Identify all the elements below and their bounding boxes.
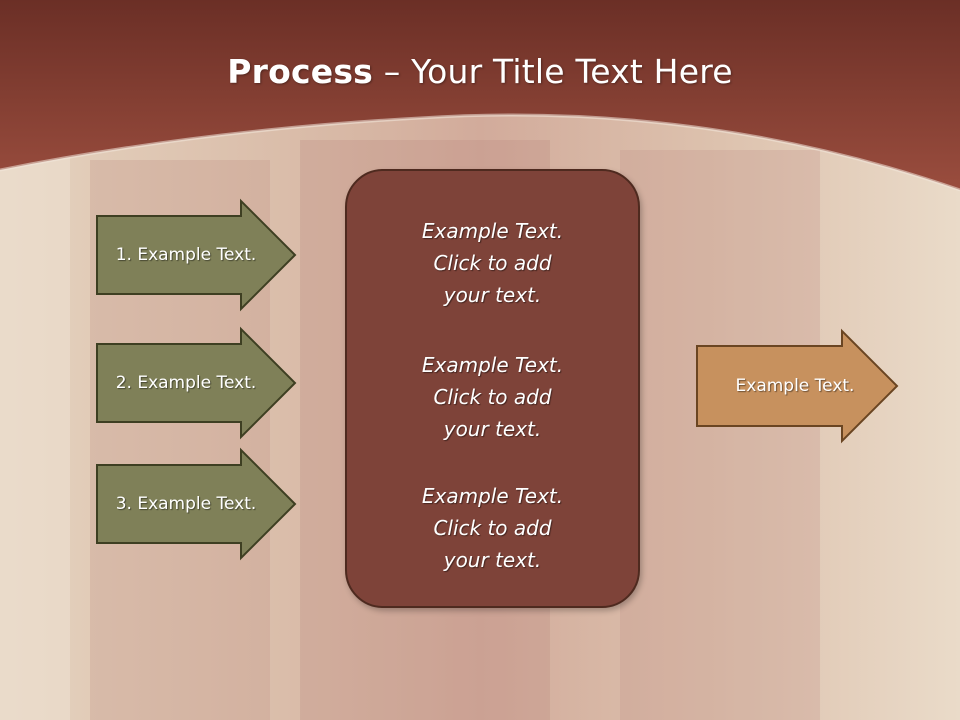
left-arrow-1[interactable]: 1. Example Text. <box>96 198 297 312</box>
title-bold: Process <box>227 52 374 91</box>
left-arrow-1-shape <box>96 198 297 312</box>
left-arrow-3[interactable]: 3. Example Text. <box>96 447 297 561</box>
relief-pillar <box>0 120 70 720</box>
center-block-2-line-2: Click to add <box>433 385 552 409</box>
center-block-3: Example Text. Click to add your text. <box>347 480 638 576</box>
left-arrow-2-shape <box>96 326 297 440</box>
header-band <box>0 0 960 190</box>
center-block-3-line-1: Example Text. <box>421 484 564 508</box>
center-block-1-line-3: your text. <box>443 283 542 307</box>
slide-title[interactable]: Process – Your Title Text Here <box>0 52 960 91</box>
center-block-3-line-2: Click to add <box>433 516 552 540</box>
center-text-box[interactable]: Example Text. Click to add your text. Ex… <box>345 169 640 608</box>
left-arrow-3-label: 3. Example Text. <box>115 494 257 514</box>
left-arrow-1-label: 1. Example Text. <box>115 245 257 265</box>
center-block-1-line-1: Example Text. <box>421 219 564 243</box>
center-block-1-line-2: Click to add <box>433 251 552 275</box>
title-rest: – Your Title Text Here <box>373 52 733 91</box>
left-arrow-2[interactable]: 2. Example Text. <box>96 326 297 440</box>
center-block-3-line-3: your text. <box>443 548 542 572</box>
left-arrow-2-label: 2. Example Text. <box>115 373 257 393</box>
left-arrow-3-shape <box>96 447 297 561</box>
relief-figure-right <box>620 150 820 720</box>
right-arrow[interactable]: Example Text. <box>696 328 899 444</box>
center-block-2-line-1: Example Text. <box>421 353 564 377</box>
right-arrow-shape <box>696 328 899 444</box>
center-block-2-line-3: your text. <box>443 417 542 441</box>
right-arrow-label: Example Text. <box>735 376 855 396</box>
center-block-2: Example Text. Click to add your text. <box>347 349 638 445</box>
header-curve-line <box>0 113 960 192</box>
center-block-1: Example Text. Click to add your text. <box>347 215 638 311</box>
